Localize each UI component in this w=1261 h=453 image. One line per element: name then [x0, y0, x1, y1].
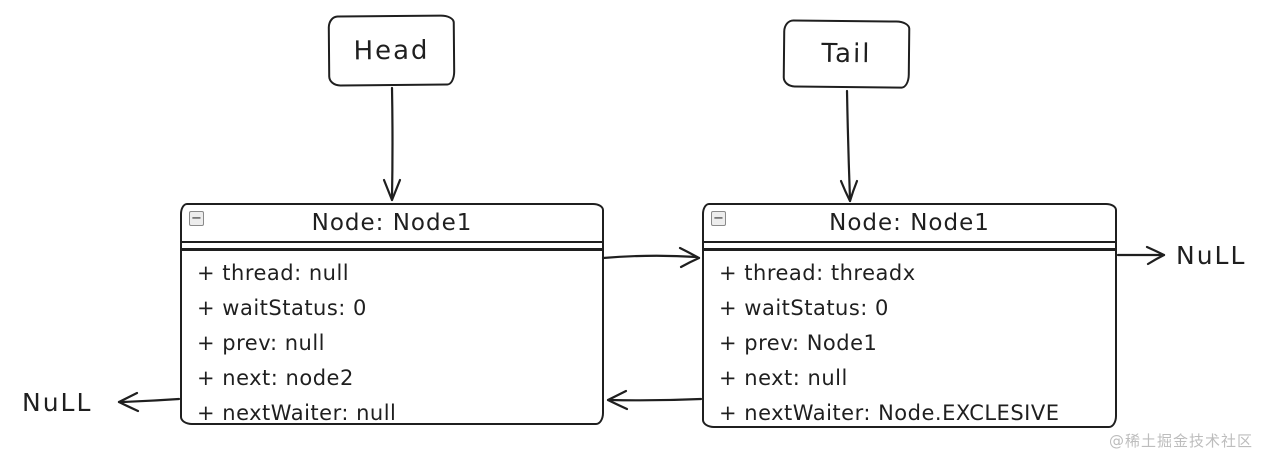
field-next: + next: node2 — [197, 365, 354, 390]
node2-title: Node: Node1 — [829, 210, 990, 236]
field-nextwaiter: + nextWaiter: Node.EXCLESIVE — [719, 400, 1060, 425]
watermark: @稀土掘金技术社区 — [1108, 432, 1253, 450]
field-waitstatus: + waitStatus: 0 — [197, 295, 367, 320]
null-label-left: NuLL — [22, 388, 93, 417]
next-null-arrow — [1116, 245, 1166, 266]
tail-pointer-box: Tail — [782, 19, 911, 89]
head-label: Head — [353, 35, 430, 66]
tail-arrow — [839, 89, 859, 203]
node1-header: − Node: Node1 — [182, 205, 602, 243]
field-thread: + thread: null — [197, 260, 350, 285]
node2-card: − Node: Node1 + thread: threadx + waitSt… — [702, 203, 1117, 428]
collapse-icon[interactable]: − — [711, 211, 726, 226]
null-label-right: NuLL — [1176, 241, 1247, 270]
head-arrow — [382, 86, 402, 202]
field-prev: + prev: null — [197, 330, 326, 355]
collapse-icon[interactable]: − — [189, 211, 204, 226]
node1-body: + thread: null + waitStatus: 0 + prev: n… — [182, 251, 602, 425]
head-pointer-box: Head — [327, 14, 456, 87]
header-divider — [704, 248, 1115, 251]
field-next: + next: null — [719, 365, 848, 390]
next-pointer-arrow — [601, 246, 701, 269]
prev-pointer-arrow — [606, 389, 703, 411]
field-nextwaiter: + nextWaiter: null — [197, 400, 397, 425]
header-divider — [182, 248, 602, 251]
node2-body: + thread: threadx + waitStatus: 0 + prev… — [704, 251, 1115, 426]
field-thread: + thread: threadx — [719, 260, 916, 285]
node2-header: − Node: Node1 — [704, 205, 1115, 243]
node1-title: Node: Node1 — [311, 210, 473, 236]
node1-card: − Node: Node1 + thread: null + waitStatu… — [180, 203, 604, 425]
field-waitstatus: + waitStatus: 0 — [719, 295, 889, 320]
tail-label: Tail — [821, 38, 872, 70]
field-prev: + prev: Node1 — [719, 330, 878, 355]
prev-null-arrow — [117, 391, 181, 413]
